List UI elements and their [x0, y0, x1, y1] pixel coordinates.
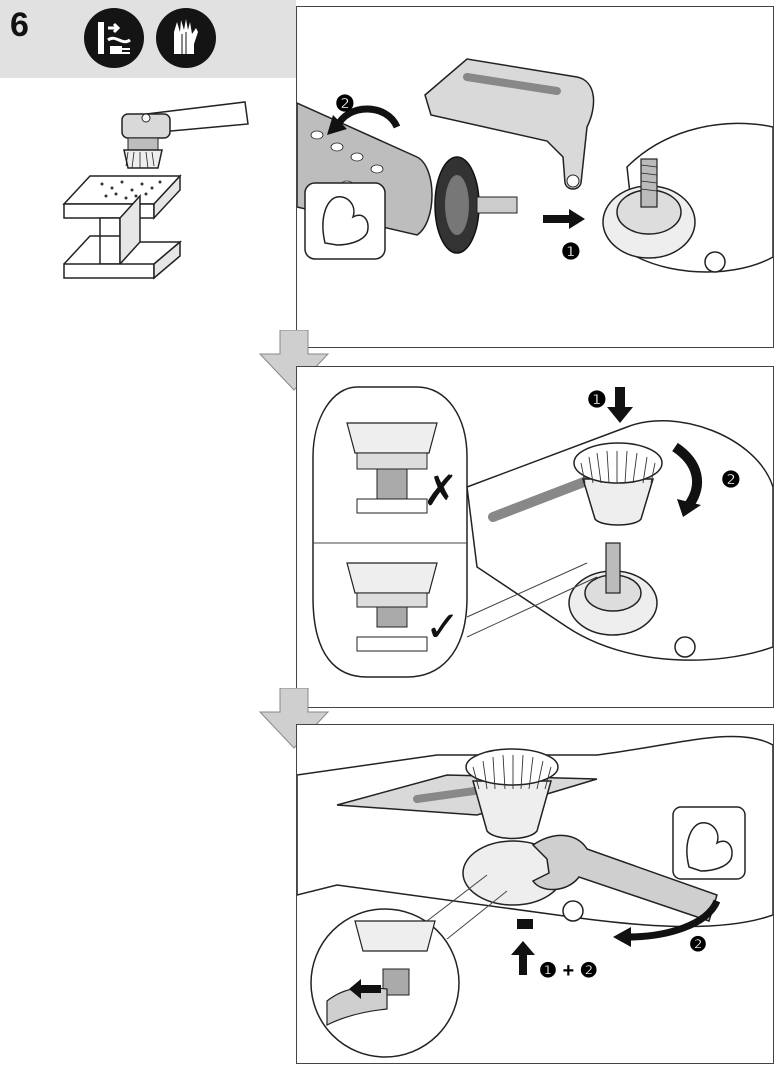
panel2-callout-1: ❶ — [587, 387, 607, 412]
protective-gloves-icon — [156, 8, 216, 68]
panel3-callout-2: ❷ — [689, 934, 707, 956]
panel1-callout-1: ❶ — [561, 239, 581, 264]
overview-illustration — [50, 96, 260, 306]
panel2-callout-2: ❷ — [721, 467, 741, 492]
panel3-callout-1-plus-2: ❶ + ❷ — [539, 960, 598, 982]
panel-tighten-brush: ❷ ❶ + ❷ — [296, 724, 774, 1064]
correct-mark: ✓ — [425, 602, 460, 651]
unplug-power-icon — [84, 8, 144, 68]
panel-mount-brush: ✗ ✓ ❶ ❷ — [296, 366, 774, 708]
wrong-mark: ✗ — [423, 466, 458, 515]
step-number: 6 — [10, 6, 29, 44]
step-header — [0, 0, 296, 78]
panel-remove-guard: ❷ ❶ — [296, 6, 774, 348]
panel1-callout-2: ❷ — [335, 91, 355, 116]
